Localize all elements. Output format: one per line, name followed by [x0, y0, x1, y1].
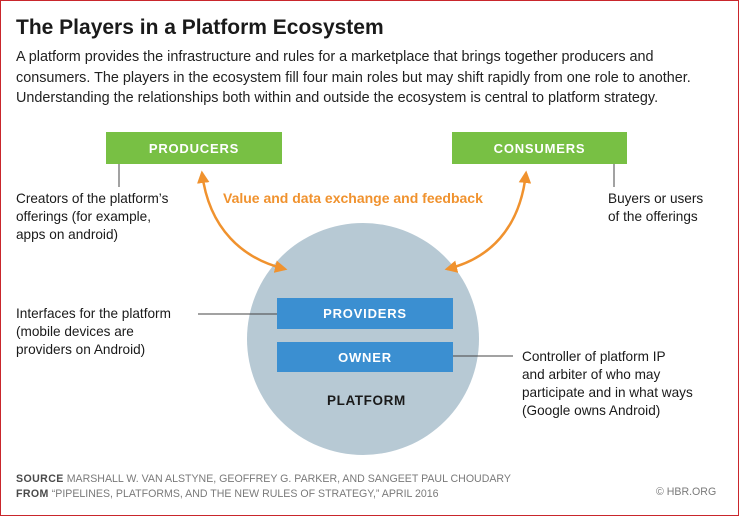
exchange-label: Value and data exchange and feedback — [223, 190, 483, 206]
intro-paragraph: A platform provides the infrastructure a… — [16, 49, 691, 106]
source-key: SOURCE — [16, 473, 64, 485]
consumers-note-line: of the offerings — [608, 209, 698, 224]
owner-box: OWNER — [277, 342, 453, 372]
from-key: FROM — [16, 488, 49, 500]
page-title: The Players in a Platform Ecosystem — [16, 16, 384, 39]
producers-exchange-arrow — [197, 170, 288, 273]
providers-box: PROVIDERS — [277, 298, 453, 329]
source-text: MARSHALL W. VAN ALSTYNE, GEOFFREY G. PAR… — [66, 473, 511, 485]
from-line: FROM “PIPELINES, PLATFORMS, AND THE NEW … — [16, 487, 511, 502]
producers-note-line: offerings (for example, — [16, 209, 151, 224]
owner-label: OWNER — [338, 349, 392, 365]
providers-note: Interfaces for the platform (mobile devi… — [16, 305, 171, 359]
producers-note-line: Creators of the platform’s — [16, 191, 169, 206]
platform-label: PLATFORM — [327, 393, 406, 408]
producers-box: PRODUCERS — [106, 132, 282, 164]
consumers-note-line: Buyers or users — [608, 191, 704, 206]
owner-note-line: Controller of platform IP — [522, 349, 666, 364]
from-text: “PIPELINES, PLATFORMS, AND THE NEW RULES… — [51, 488, 439, 500]
providers-note-line: providers on Android) — [16, 342, 146, 357]
producers-note: Creators of the platform’s offerings (fo… — [16, 190, 168, 244]
consumers-box: CONSUMERS — [452, 132, 627, 164]
source-line: SOURCE MARSHALL W. VAN ALSTYNE, GEOFFREY… — [16, 472, 511, 487]
copyright-text: © HBR.ORG — [656, 486, 717, 498]
owner-note-line: and arbiter of who may — [522, 367, 661, 382]
source-footer: SOURCE MARSHALL W. VAN ALSTYNE, GEOFFREY… — [16, 472, 511, 502]
owner-note-line: (Google owns Android) — [522, 403, 661, 418]
producers-note-line: apps on android) — [16, 227, 119, 242]
consumers-exchange-arrow — [444, 170, 532, 273]
platform-circle — [247, 223, 479, 455]
consumers-label: CONSUMERS — [493, 140, 586, 156]
consumers-note: Buyers or users of the offerings — [608, 190, 703, 226]
owner-note-line: participate and in what ways — [522, 385, 693, 400]
providers-label: PROVIDERS — [323, 306, 407, 321]
providers-note-line: (mobile devices are — [16, 324, 134, 339]
producers-label: PRODUCERS — [148, 140, 240, 156]
owner-note: Controller of platform IP and arbiter of… — [522, 348, 693, 420]
providers-note-line: Interfaces for the platform — [16, 306, 171, 321]
